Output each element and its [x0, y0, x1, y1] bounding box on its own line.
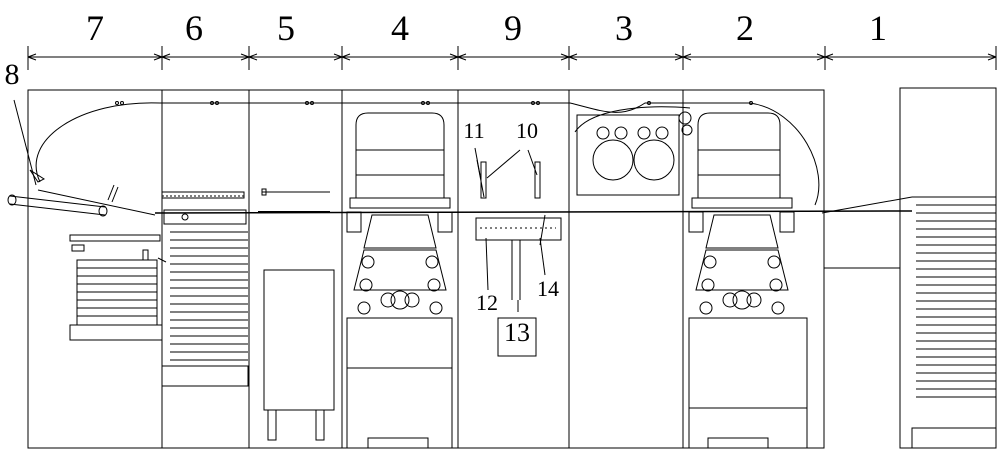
printing-unit-4 — [347, 113, 452, 448]
unwind-unit-7 — [8, 170, 166, 340]
dimension-line — [28, 46, 996, 70]
section-label-2: 2 — [736, 10, 754, 46]
unit-5 — [258, 189, 334, 440]
section-label-7: 7 — [86, 10, 104, 46]
feed-unit-1 — [900, 88, 996, 448]
section-label-5: 5 — [277, 10, 295, 46]
machine-frame — [28, 90, 900, 448]
callout-13: 13 — [504, 320, 530, 346]
section-label-9: 9 — [504, 10, 522, 46]
callout-14: 14 — [537, 278, 559, 300]
dryer-unit-3 — [577, 112, 692, 195]
printing-unit-2 — [689, 113, 807, 448]
section-label-4: 4 — [391, 10, 409, 46]
unit-6 — [162, 192, 248, 386]
callout-10: 10 — [516, 120, 538, 142]
section-label-1: 1 — [869, 10, 887, 46]
section-label-6: 6 — [185, 10, 203, 46]
callout-8: 8 — [5, 60, 20, 90]
callout-12: 12 — [476, 292, 498, 314]
callout-11: 11 — [463, 120, 484, 142]
section-label-3: 3 — [615, 10, 633, 46]
